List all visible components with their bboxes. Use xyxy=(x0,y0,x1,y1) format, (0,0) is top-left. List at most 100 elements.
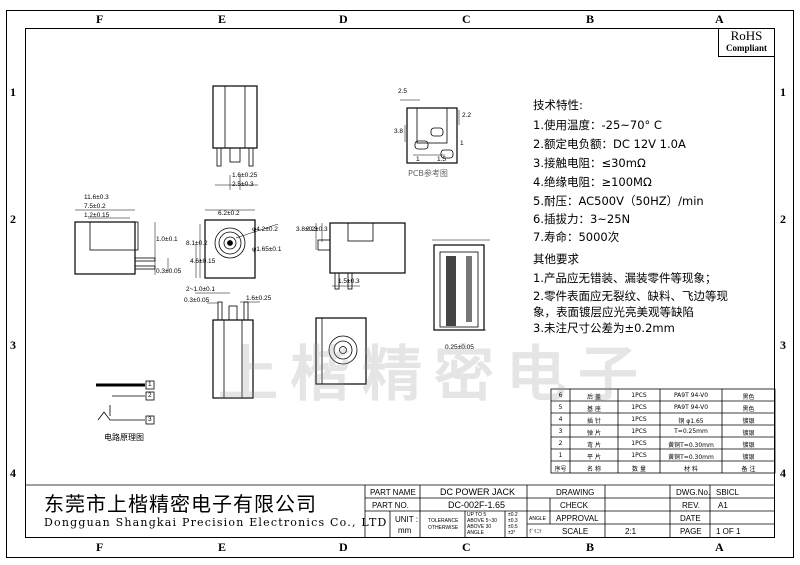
page-value: 1 OF 1 xyxy=(716,527,741,536)
front-view-center xyxy=(195,209,279,279)
zone-label: 1 xyxy=(10,85,16,99)
dim-label: 2.5 xyxy=(398,88,408,95)
scale-label: SCALE xyxy=(562,527,589,536)
specs-title: 技术特性: xyxy=(533,98,583,112)
zone-label: 4 xyxy=(10,466,16,480)
dim-label: 1 xyxy=(460,140,464,147)
side-view-left xyxy=(74,209,169,275)
dim-label: 1.5±0.3 xyxy=(338,278,360,285)
bom-header-cell: 材 料 xyxy=(684,466,698,473)
bom-cell: 1PCS xyxy=(631,416,647,423)
dim-label: 3.8 xyxy=(394,128,404,135)
bom-cell: 2 xyxy=(558,440,563,447)
zone-label: B xyxy=(586,12,595,26)
drawing-label: DRAWING xyxy=(556,488,595,497)
zone-label: A xyxy=(715,540,724,554)
bom-cell: 镀银 xyxy=(742,454,755,461)
pcb-reference xyxy=(400,99,460,164)
bom-cell: 1 xyxy=(558,452,563,459)
other-item: 象，表面镀层应光亮美观等缺陷 xyxy=(533,305,694,319)
bom-cell: 镀银 xyxy=(742,430,755,437)
bom-cell: 黑色 xyxy=(742,406,755,413)
circuit-diagram xyxy=(96,380,155,425)
zone-label: E xyxy=(218,12,227,26)
rev-value: A1 xyxy=(718,501,728,510)
dim-label: 2.2 xyxy=(462,112,472,119)
dim-label: 1 xyxy=(416,156,420,163)
part-no-label: PART NO. xyxy=(372,501,409,510)
bom-cell: 4 xyxy=(558,416,563,423)
bom-table-grid xyxy=(550,388,776,474)
dim-label: 2.5±0.3 xyxy=(232,181,254,188)
dim-label: 8.1±0.2 xyxy=(186,240,208,247)
pin-label: 3 xyxy=(148,416,152,423)
side-view-right xyxy=(315,222,406,290)
watermark: 上楷精密电子 xyxy=(218,340,650,410)
zone-label: C xyxy=(462,540,471,554)
rohs-title: RoHS xyxy=(730,28,763,43)
part-no-value: DC-002F-1.65 xyxy=(448,500,506,510)
tolerance-value: ±0.2 xyxy=(508,512,518,518)
tolerance-label: TOLERANCE xyxy=(428,518,459,524)
drawing-border-inner xyxy=(25,28,775,538)
bottom-view-drawing xyxy=(195,292,260,399)
titleblock-grid xyxy=(25,484,775,538)
bom-cell: 镀银 xyxy=(742,418,755,425)
dim-label: 1.6±0.25 xyxy=(246,295,272,302)
bom-cell: 插 针 xyxy=(587,418,601,425)
tolerance-row: ABOVE 5~30 xyxy=(467,518,497,524)
dim-label: 7.5±0.2 xyxy=(84,203,106,210)
zone-label: F xyxy=(96,12,104,26)
spec-item: 3.接触电阻：≤30mΩ xyxy=(533,156,646,170)
bom-cell: 平 片 xyxy=(587,454,601,461)
dim-label: 1.0±0.1 xyxy=(156,236,178,243)
otherwise-label: OTHERWISE xyxy=(428,525,459,531)
zone-label: E xyxy=(218,540,227,554)
dwg-label: DWG.No. xyxy=(676,488,711,497)
other-item: 1.产品应无错装、漏装零件等现象； xyxy=(533,271,717,285)
pin-label: 2 xyxy=(148,392,152,399)
other-item: 2.零件表面应无裂纹、缺料、飞边等现 xyxy=(533,289,728,303)
bom-cell: 1PCS xyxy=(631,440,647,447)
drawing-border-outer xyxy=(6,10,794,558)
spec-item: 6.插拔力：3~25N xyxy=(533,212,631,226)
zone-label: A xyxy=(715,12,724,26)
bom-cell: 铜 φ1.65 xyxy=(678,418,704,425)
zone-label: B xyxy=(586,540,595,554)
iso-view-drawing xyxy=(315,317,367,385)
dim-label: 3.8±0.3 xyxy=(296,226,318,233)
dim-label: 11.6±0.3 xyxy=(84,194,109,201)
bom-cell: 3 xyxy=(558,428,563,435)
unit-label: UNIT : xyxy=(395,515,418,524)
bom-cell: 基 座 xyxy=(587,406,601,413)
dim-label: φ1.65±0.1 xyxy=(252,246,282,253)
rev-label: REV. xyxy=(682,501,700,510)
other-item: 3.未注尺寸公差为±0.2mm xyxy=(533,321,675,335)
bom-cell: 1PCS xyxy=(631,428,647,435)
zone-label: 3 xyxy=(780,338,786,352)
bom-cell: 1PCS xyxy=(631,404,647,411)
bom-cell: 后 盖 xyxy=(587,394,601,401)
dim-label: φ4.2±0.2 xyxy=(252,226,278,233)
dim-label: 1.5 xyxy=(437,156,447,163)
date-label: DATE xyxy=(680,514,701,523)
bom-header-cell: 序号 xyxy=(554,466,567,473)
bom-cell: 黄铜T=0.30mm xyxy=(668,454,714,461)
bom-cell: 弯 片 xyxy=(587,442,601,449)
bom-cell: T=0.25mm xyxy=(674,428,708,435)
part-name-value: DC POWER JACK xyxy=(440,487,516,497)
rohs-subtitle: Compliant xyxy=(725,43,767,53)
unit-value: mm xyxy=(398,526,412,535)
page-label: PAGE xyxy=(680,527,702,536)
zone-label: 2 xyxy=(10,212,16,226)
tolerance-row: ANGLE xyxy=(467,530,484,536)
zone-label: 4 xyxy=(780,466,786,480)
tolerance-value: ±3° xyxy=(508,530,516,536)
bom-cell: 弹 片 xyxy=(587,430,601,437)
bom-cell: 镀银 xyxy=(742,442,755,449)
zone-label: 3 xyxy=(10,338,16,352)
bom-header-cell: 备 注 xyxy=(741,466,756,473)
tolerance-row: ABOVE 30 xyxy=(467,524,492,530)
bom-cell: PA9T 94-V0 xyxy=(673,404,709,411)
